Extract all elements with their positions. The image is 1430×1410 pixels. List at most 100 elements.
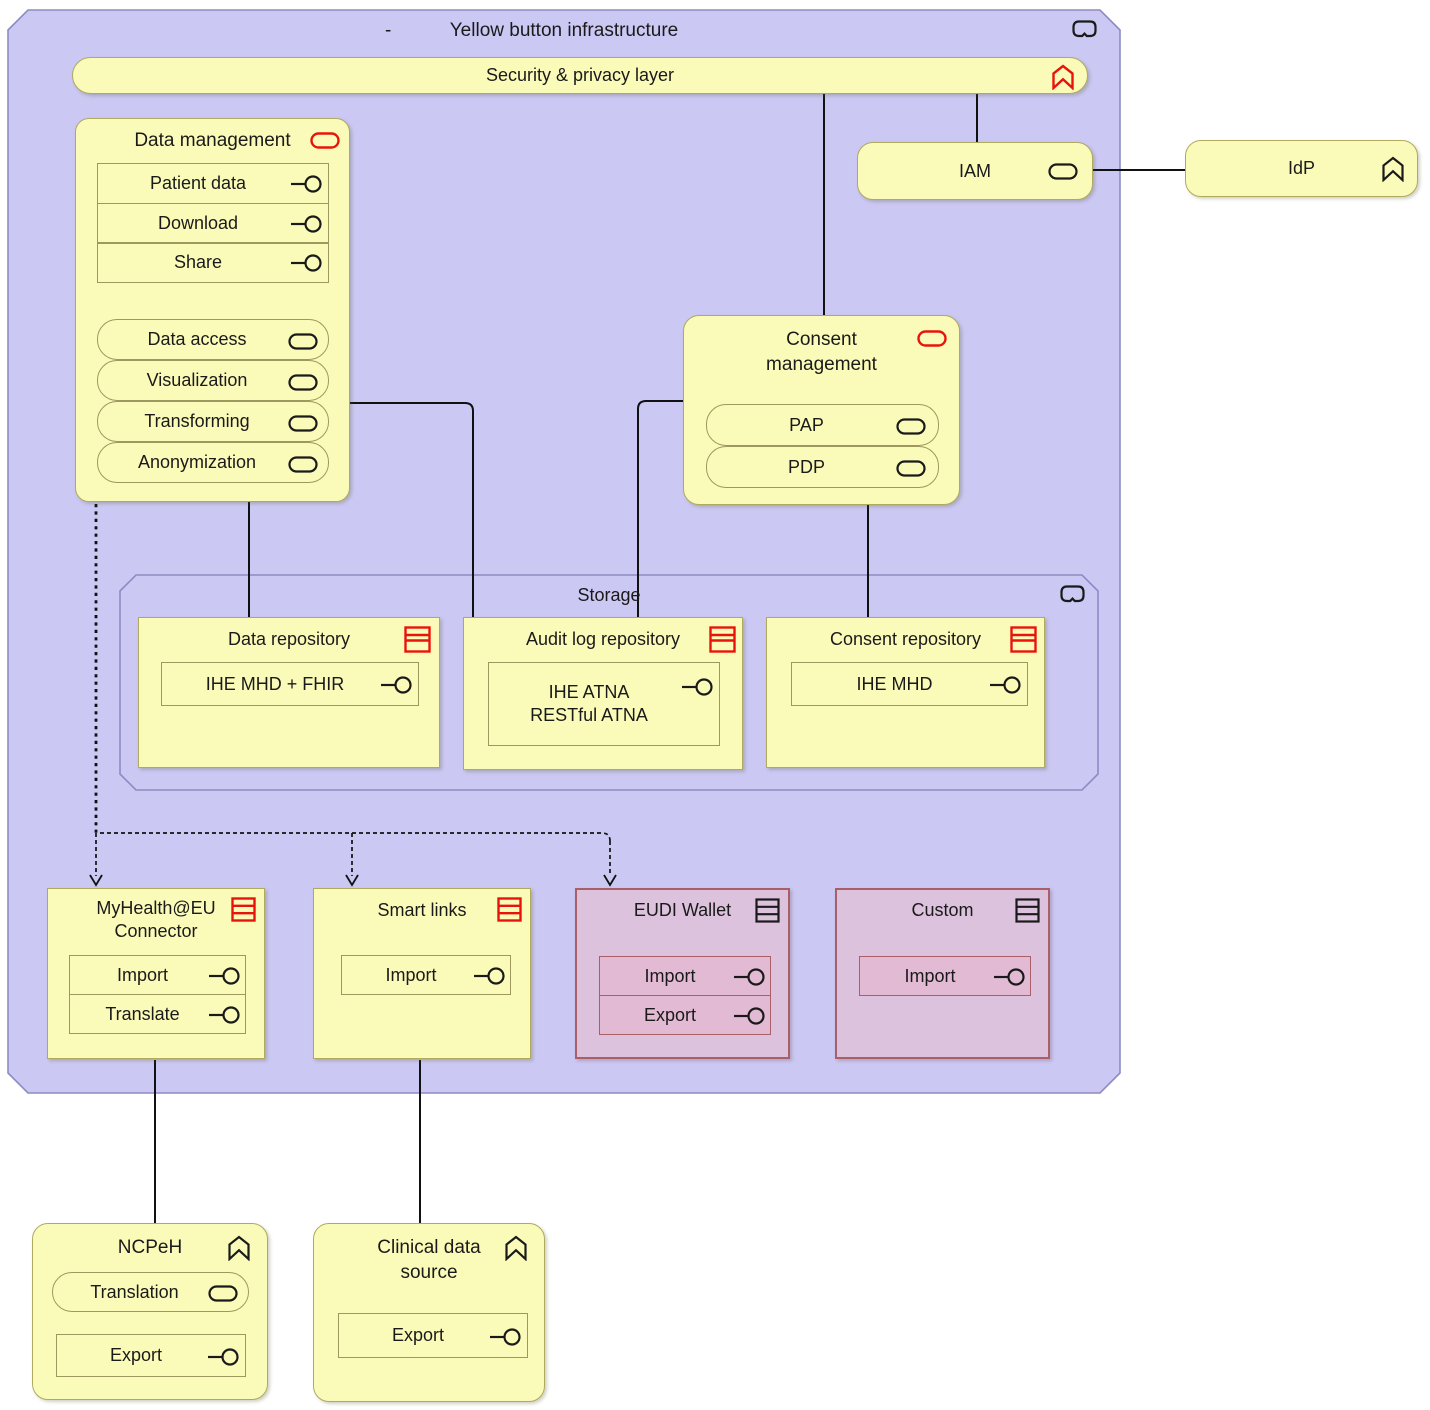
service-oval-icon [1048, 163, 1078, 180]
service-oval-icon [896, 418, 926, 435]
interface-label: IHE MHD [856, 673, 933, 694]
ncpeh[interactable]: NCPeH Translation Export [32, 1223, 268, 1400]
myhealth-title-line2: Connector [114, 921, 198, 942]
arrow-smartlinks [345, 874, 359, 887]
interface-label: Export [643, 1004, 697, 1025]
service-icon [310, 132, 340, 149]
interface-eudi-import[interactable]: Import [599, 956, 771, 996]
component-icon [497, 897, 522, 922]
security-privacy-layer[interactable]: Security & privacy layer [72, 57, 1088, 94]
service-data-access[interactable]: Data access [97, 319, 329, 360]
clinical-title-line2: source [400, 1261, 458, 1283]
interface-patient-data[interactable]: Patient data [97, 163, 329, 204]
service-oval-icon [288, 333, 318, 350]
interface-myhealth-import[interactable]: Import [69, 955, 246, 995]
function-icon [227, 1235, 251, 1261]
interface-lollipop-icon [681, 678, 713, 696]
interface-label: Import [904, 965, 956, 986]
component-icon [755, 898, 780, 923]
data-repository[interactable]: Data repository IHE MHD + FHIR [138, 617, 440, 768]
service-label: PAP [789, 414, 824, 435]
interface-label: Import [116, 964, 168, 985]
service-pap[interactable]: PAP [706, 404, 939, 446]
interface-myhealth-translate[interactable]: Translate [69, 994, 246, 1034]
service-oval-icon [288, 374, 318, 391]
service-oval-icon [208, 1285, 238, 1302]
repository-icon [1010, 626, 1037, 653]
interface-lollipop-icon [207, 1348, 239, 1366]
custom-connector[interactable]: Custom Import [835, 888, 1050, 1059]
interface-lollipop-icon [733, 968, 765, 986]
service-transforming[interactable]: Transforming [97, 401, 329, 442]
idp[interactable]: IdP [1185, 140, 1418, 197]
interface-lollipop-icon [489, 1328, 521, 1346]
service-oval-icon [288, 415, 318, 432]
interface-label: Download [157, 212, 239, 233]
audit-repository-title: Audit log repository [525, 629, 681, 649]
component-icon [1015, 898, 1040, 923]
interface-share[interactable]: Share [97, 242, 329, 283]
custom-title: Custom [911, 900, 974, 920]
interface-lollipop-icon [473, 967, 505, 985]
interface-label: Translate [105, 1003, 180, 1024]
function-icon [1381, 156, 1405, 182]
data-management-title: Data management [134, 130, 291, 151]
edge-branch-horizontal [100, 832, 611, 842]
interface-ihe-atna[interactable]: IHE ATNA RESTful ATNA [488, 662, 720, 746]
consent-repository[interactable]: Consent repository IHE MHD [766, 617, 1045, 768]
arrow-eudi [603, 874, 617, 887]
iam[interactable]: IAM [857, 142, 1093, 200]
edge-datamgmt-auditrepo [350, 402, 474, 617]
data-management[interactable]: Data management Patient data Download Sh… [75, 118, 350, 502]
interface-label-line2: RESTful ATNA [530, 705, 648, 725]
interface-ihe-mhd[interactable]: IHE MHD [791, 662, 1028, 706]
dashed-connectors [94, 504, 611, 876]
interface-clinical-export[interactable]: Export [338, 1313, 528, 1358]
interface-label: Import [644, 965, 696, 986]
interface-ncpeh-export[interactable]: Export [56, 1334, 246, 1377]
smart-links-title: Smart links [377, 900, 467, 920]
interface-lollipop-icon [290, 175, 322, 193]
service-label: Translation [90, 1281, 179, 1302]
service-translation[interactable]: Translation [52, 1272, 249, 1312]
interface-lollipop-icon [208, 1006, 240, 1024]
interface-smartlinks-import[interactable]: Import [341, 955, 511, 995]
repository-icon [404, 626, 431, 653]
myhealth-eu-connector[interactable]: MyHealth@EU Connector Import Translate [47, 888, 265, 1059]
component-icon [231, 897, 256, 922]
service-label: PDP [787, 456, 825, 477]
interface-label: Share [173, 252, 223, 272]
myhealth-title-line1: MyHealth@EU [96, 898, 216, 918]
iam-label: IAM [958, 160, 991, 181]
interface-label: Export [391, 1325, 445, 1345]
solid-connectors [154, 93, 1185, 1223]
interface-lollipop-icon [993, 968, 1025, 986]
ncpeh-title: NCPeH [117, 1237, 183, 1258]
interface-lollipop-icon [733, 1007, 765, 1025]
smart-links[interactable]: Smart links Import [313, 888, 531, 1059]
interface-lollipop-icon [290, 254, 322, 272]
interface-eudi-export[interactable]: Export [599, 995, 771, 1035]
service-pdp[interactable]: PDP [706, 446, 939, 488]
eudi-wallet[interactable]: EUDI Wallet Import Export [575, 888, 790, 1059]
edge-consent-auditrepo [637, 400, 683, 617]
consent-management[interactable]: Consent management PAP PDP [683, 315, 960, 505]
service-visualization[interactable]: Visualization [97, 360, 329, 401]
arrow-myhealth [89, 874, 103, 887]
clinical-data-source[interactable]: Clinical data source Export [313, 1223, 545, 1402]
interface-lollipop-icon [989, 676, 1021, 694]
interface-ihe-mhd-fhir[interactable]: IHE MHD + FHIR [161, 662, 419, 706]
service-icon [917, 330, 947, 347]
data-repository-title: Data repository [227, 629, 351, 649]
interface-lollipop-icon [208, 967, 240, 985]
main-container-title: Yellow button infrastructure [449, 20, 679, 41]
eudi-wallet-title: EUDI Wallet [633, 900, 732, 920]
service-anonymization[interactable]: Anonymization [97, 442, 329, 483]
function-icon [504, 1235, 528, 1261]
interface-download[interactable]: Download [97, 202, 329, 244]
security-privacy-label: Security & privacy layer [485, 65, 675, 85]
audit-log-repository[interactable]: Audit log repository IHE ATNA RESTful AT… [463, 617, 743, 770]
main-container-collapse[interactable]: - [385, 20, 392, 41]
idp-label: IdP [1287, 158, 1316, 178]
interface-custom-import[interactable]: Import [859, 956, 1031, 996]
